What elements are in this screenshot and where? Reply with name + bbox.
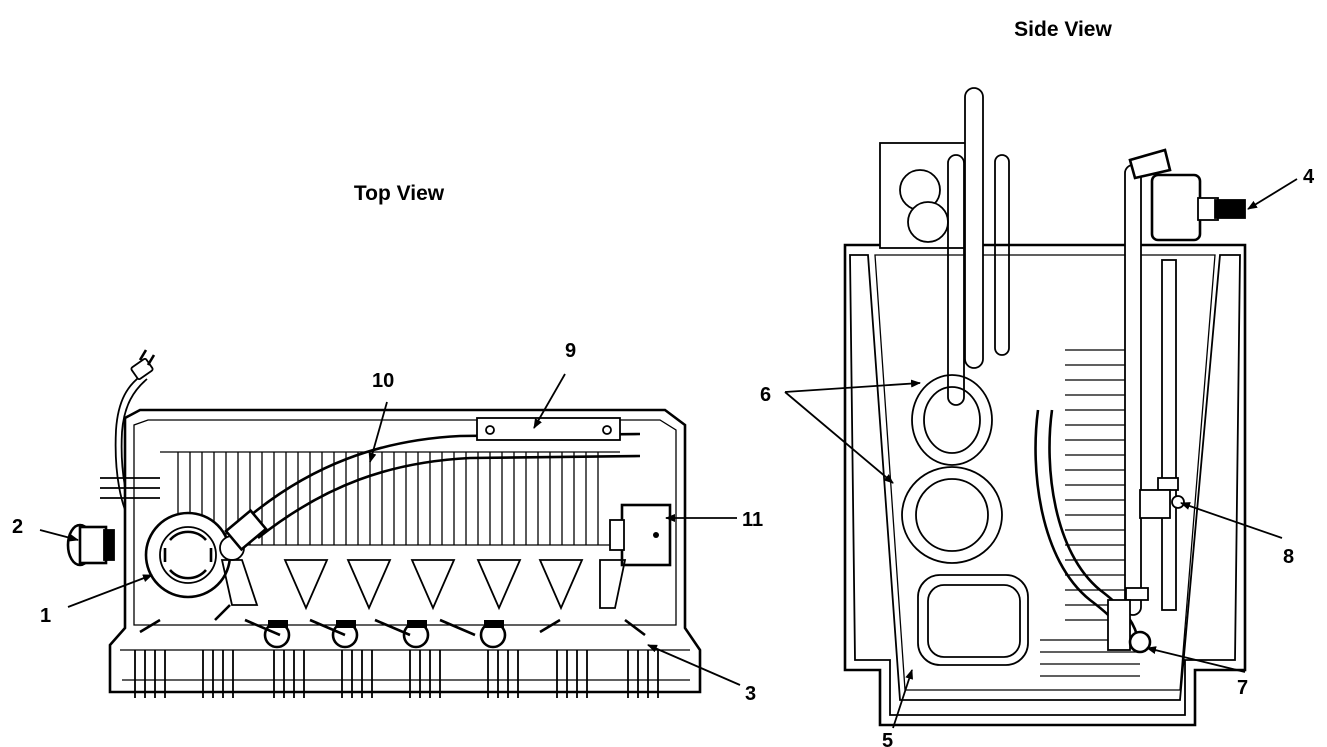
top-view (39, 349, 741, 698)
product-coil-loops (220, 559, 627, 611)
side-view-leaders (784, 178, 1298, 729)
callout-5: 5 (882, 730, 893, 747)
circulating-pump (144, 511, 245, 599)
callout-11: 11 (742, 509, 763, 531)
side-view (784, 87, 1298, 729)
callout-3: 3 (745, 683, 756, 705)
mounting-bracket (476, 417, 621, 441)
inlet-fitting (66, 523, 115, 567)
side-tank (843, 243, 1247, 727)
callout-10: 10 (372, 370, 394, 392)
valve-row (134, 604, 659, 698)
callout-2: 2 (12, 516, 23, 538)
callout-7: 7 (1237, 677, 1248, 699)
top-housing (108, 408, 702, 694)
top-view-leaders (39, 373, 741, 686)
top-view-title: Top View (354, 182, 445, 205)
side-valve (1128, 148, 1246, 242)
side-coils (901, 374, 1029, 666)
callout-9: 9 (565, 340, 576, 362)
side-fins (1040, 349, 1140, 677)
junction-box (620, 503, 672, 567)
side-view-title: Side View (1014, 18, 1112, 41)
callout-1: 1 (40, 605, 51, 627)
callout-4: 4 (1303, 166, 1315, 188)
callout-6: 6 (760, 384, 771, 406)
hose (224, 432, 641, 552)
callout-8: 8 (1283, 546, 1294, 568)
